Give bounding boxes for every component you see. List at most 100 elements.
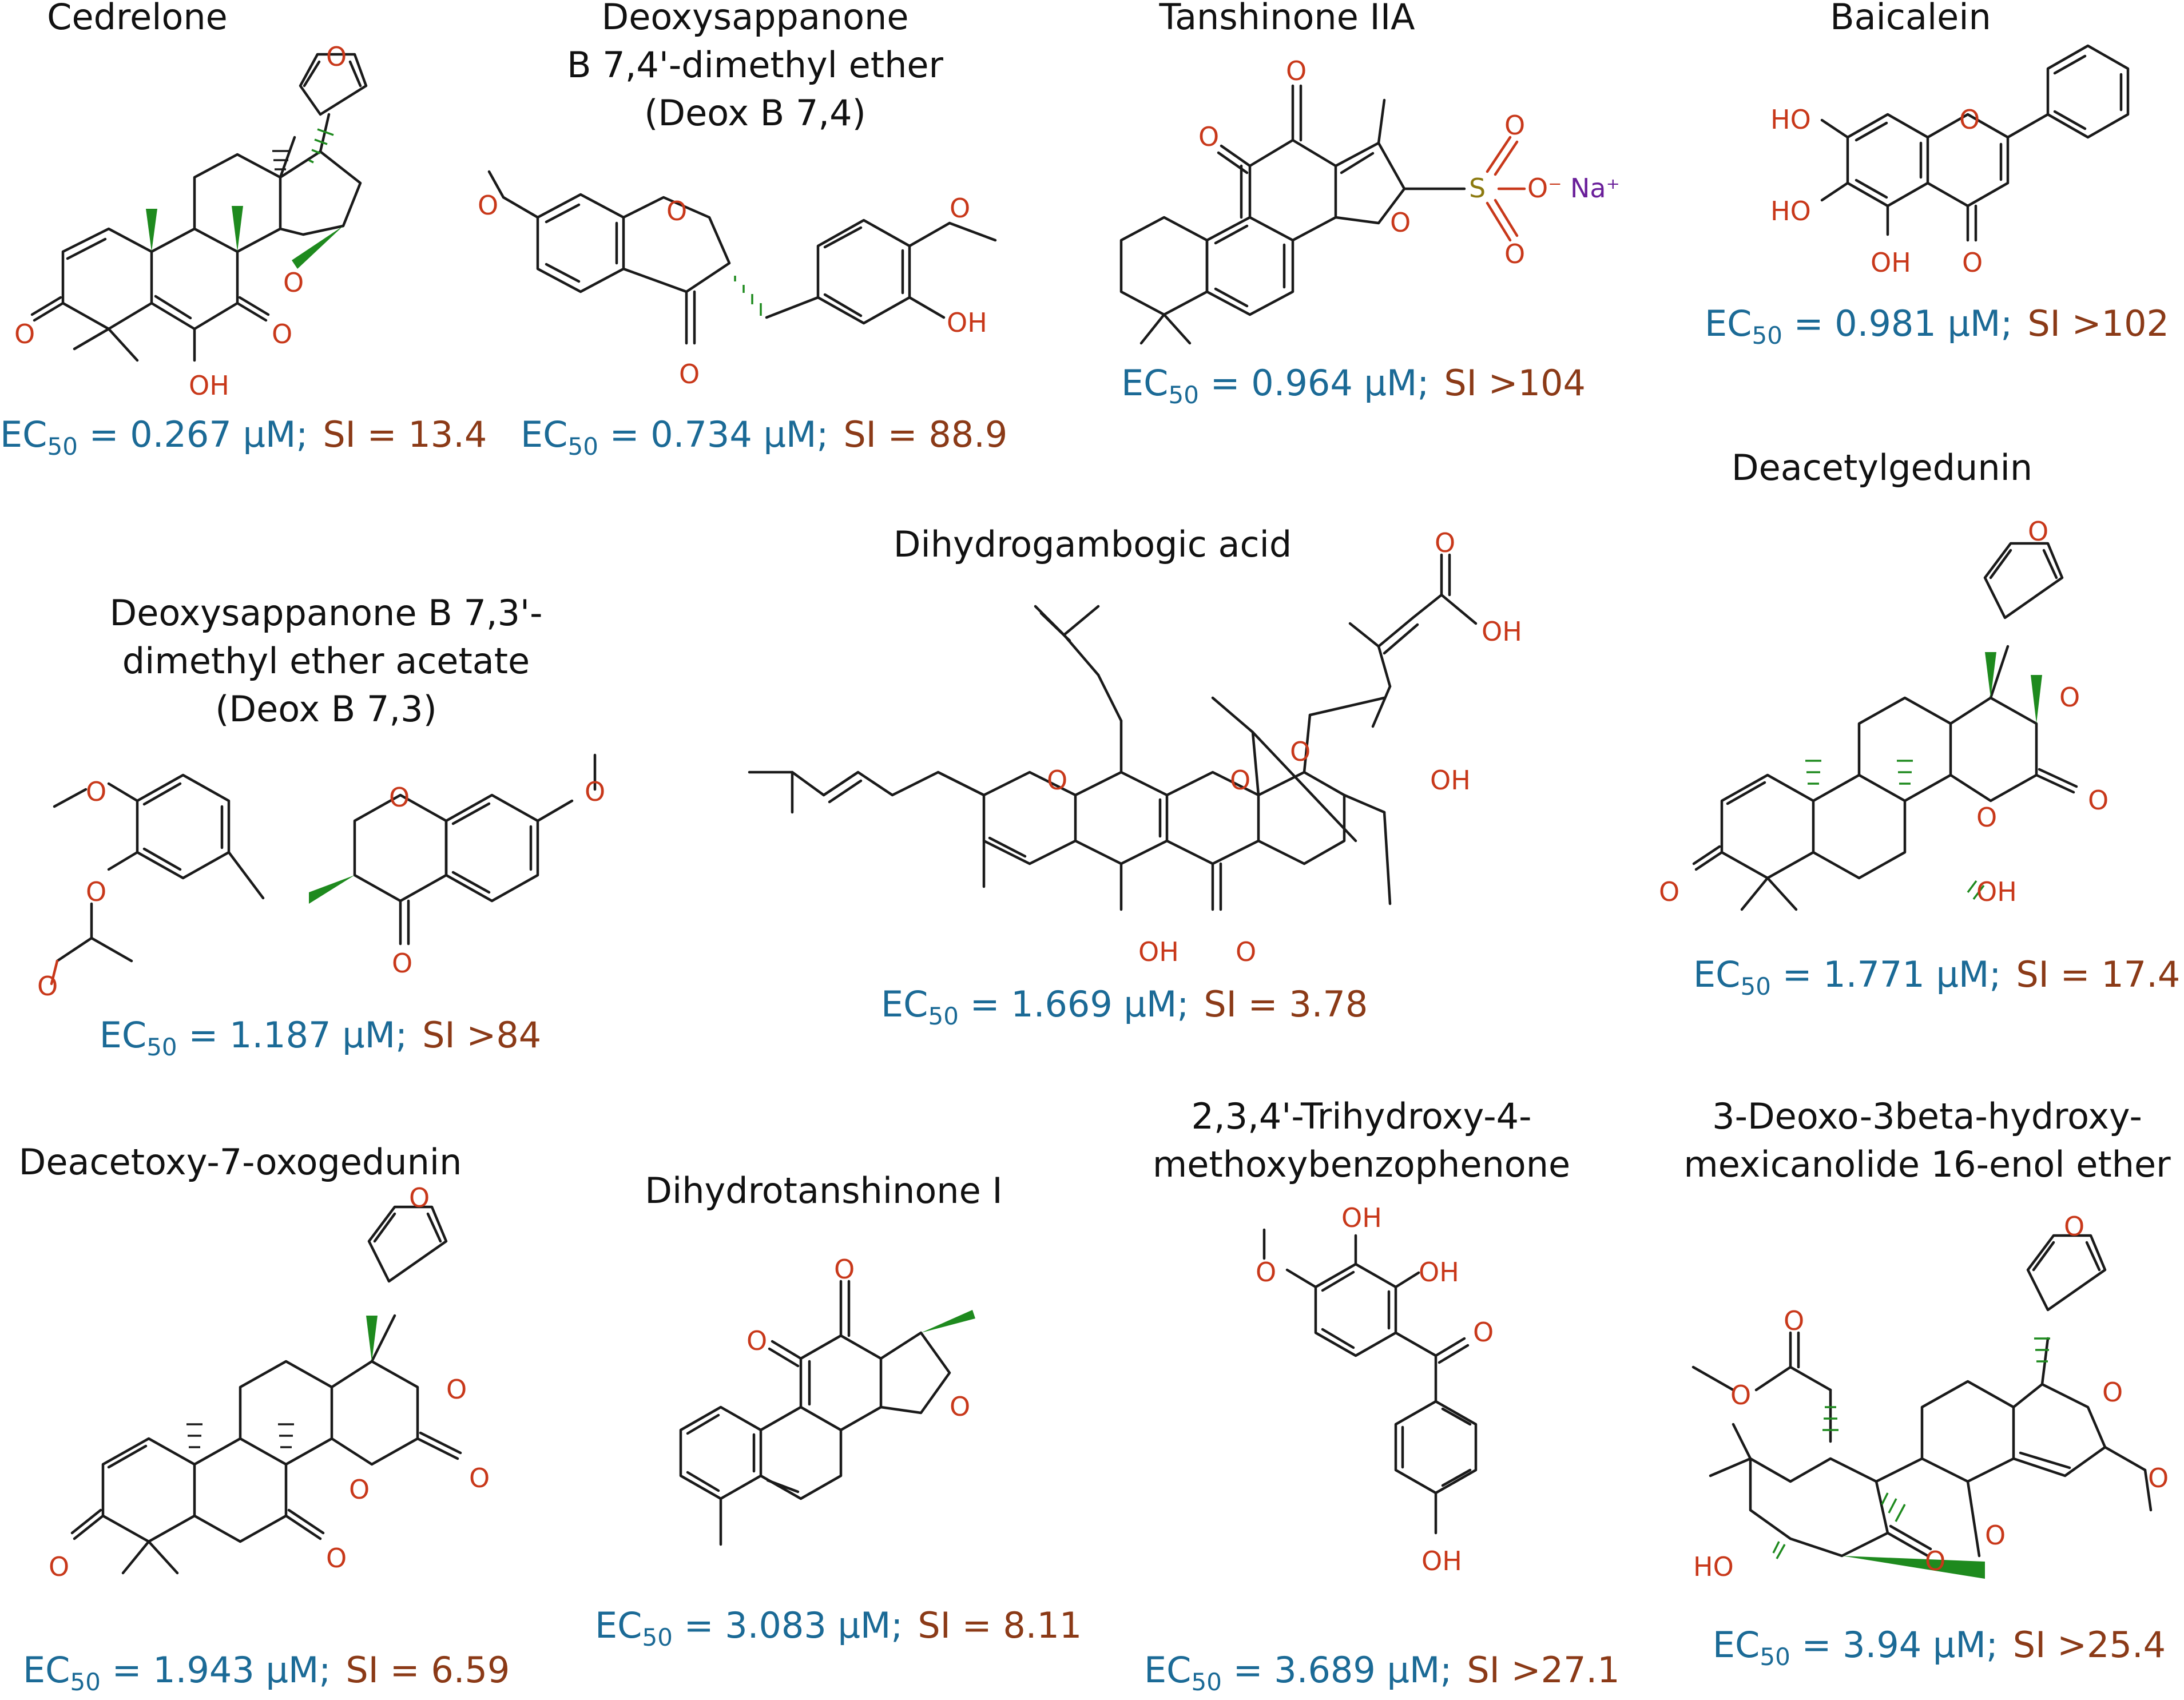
name-line: (Deox B 7,3) bbox=[215, 688, 437, 730]
name-line: Deoxysappanone bbox=[601, 0, 909, 38]
atom-ho: HO bbox=[1693, 1551, 1734, 1582]
atom-o: O bbox=[1504, 239, 1525, 269]
atom-o: O bbox=[585, 776, 605, 807]
atom-o: O bbox=[409, 1182, 430, 1213]
structure-deacetoxy-7-oxogedunin: O O O O O O bbox=[49, 1182, 490, 1582]
si-label: SI = 8.11 bbox=[918, 1604, 1082, 1646]
structure-deox-b-73: O O O O O O bbox=[37, 753, 605, 1002]
ec50-label: EC50 = 0.964 μM; bbox=[1121, 362, 1429, 409]
compound-name-deox-b-73: Deoxysappanone B 7,3'- dimethyl ether ac… bbox=[86, 589, 566, 733]
atom-o: O bbox=[679, 359, 700, 390]
atom-o: O bbox=[469, 1463, 490, 1494]
metric-deacetoxy-7-oxogedunin: EC50 = 1.943 μM; SI = 6.59 bbox=[23, 1647, 510, 1696]
atom-oh: OH bbox=[1419, 1257, 1459, 1288]
atom-o: O bbox=[834, 1254, 855, 1285]
atom-ho: HO bbox=[1770, 104, 1811, 135]
atom-oh: OH bbox=[1341, 1202, 1382, 1233]
atom-o: O bbox=[2059, 682, 2080, 713]
name-line: Tanshinone IIA bbox=[1159, 0, 1415, 38]
ec50-label: EC50 = 0.267 μM; bbox=[0, 414, 308, 460]
atom-o: O bbox=[283, 267, 304, 298]
ec50-label: EC50 = 1.669 μM; bbox=[881, 983, 1189, 1030]
structure-tanshinone-iia: O O O S O O O⁻ Na⁺ bbox=[1119, 55, 1620, 345]
atom-o: O bbox=[389, 782, 410, 813]
structure-dihydrogambogic-acid: O OH O O O OH OH O bbox=[748, 527, 1522, 967]
name-line: Baicalein bbox=[1830, 0, 1991, 38]
atom-o: O bbox=[272, 319, 292, 349]
atom-o-minus: O⁻ bbox=[1527, 173, 1562, 204]
atom-o: O bbox=[37, 971, 58, 1002]
metric-dihydrotanshinone-i: EC50 = 3.083 μM; SI = 8.11 bbox=[595, 1603, 1082, 1651]
ec50-label: EC50 = 3.94 μM; bbox=[1712, 1624, 1998, 1671]
si-label: SI = 6.59 bbox=[346, 1649, 510, 1691]
si-label: SI = 13.4 bbox=[323, 414, 487, 455]
atom-o: O bbox=[1256, 1257, 1276, 1288]
atom-ho: HO bbox=[1770, 196, 1811, 227]
atom-na-plus: Na⁺ bbox=[1570, 173, 1620, 204]
metric-deoxo-hydroxy-mexicanolide: EC50 = 3.94 μM; SI >25.4 bbox=[1710, 1622, 2168, 1671]
atom-o: O bbox=[950, 1391, 970, 1422]
structure-dihydrotanshinone-i: O O O bbox=[679, 1254, 975, 1546]
name-line: B 7,4'-dimethyl ether bbox=[567, 44, 943, 86]
atom-o: O bbox=[86, 876, 106, 907]
structure-deox-b-74: O O O O OH bbox=[478, 170, 997, 390]
compound-name-baicalein: Baicalein bbox=[1808, 0, 2014, 41]
atom-oh: OH bbox=[947, 307, 987, 338]
atom-oh: OH bbox=[1976, 876, 2017, 907]
compound-name-dihydrotanshinone-i: Dihydrotanshinone I bbox=[629, 1167, 1018, 1215]
compound-name-trihydroxy-methoxybenzophenone: 2,3,4'-Trihydroxy-4- methoxybenzophenone bbox=[1121, 1093, 1602, 1189]
atom-o: O bbox=[1504, 110, 1525, 141]
atom-o: O bbox=[1925, 1546, 1945, 1576]
atom-o: O bbox=[349, 1474, 370, 1505]
atom-oh: OH bbox=[1421, 1546, 1462, 1576]
si-label: SI >25.4 bbox=[2012, 1624, 2166, 1666]
metric-deox-b-74: EC50 = 0.734 μM;SI = 88.9 bbox=[521, 412, 1007, 459]
atom-o: O bbox=[392, 948, 412, 979]
structure-deacetylgedunin: O O O O O OH bbox=[1659, 516, 2108, 911]
structure-deoxo-hydroxy-mexicanolide: O O O O O O HO O bbox=[1691, 1211, 2169, 1582]
name-line: (Deox B 7,4) bbox=[644, 92, 866, 134]
si-label: SI = 88.9 bbox=[843, 414, 1008, 455]
si-label: SI >84 bbox=[422, 1014, 542, 1056]
ec50-label: EC50 = 0.981 μM; bbox=[1705, 303, 2013, 349]
atom-o: O bbox=[1659, 876, 1679, 907]
structure-cedrelone: O O O OH O bbox=[14, 41, 368, 401]
ec50-label: EC50 = 3.083 μM; bbox=[595, 1604, 903, 1651]
atom-o: O bbox=[1198, 121, 1219, 152]
metric-cedrelone: EC50 = 0.267 μM; SI = 13.4 bbox=[0, 412, 487, 460]
name-line: Dihydrotanshinone I bbox=[645, 1170, 1003, 1212]
ec50-label: EC50 = 1.771 μM; bbox=[1693, 954, 2002, 1000]
si-label: SI = 17.4 bbox=[2016, 954, 2181, 995]
name-line: Deoxysappanone B 7,3'- bbox=[109, 592, 543, 634]
atom-o: O bbox=[950, 193, 970, 224]
atom-o: O bbox=[1959, 104, 1980, 135]
metric-baicalein: EC50 = 0.981 μM;SI >102 bbox=[1705, 301, 2169, 349]
ec50-label: EC50 = 1.943 μM; bbox=[23, 1649, 331, 1696]
atom-o: O bbox=[86, 776, 106, 807]
atom-o: O bbox=[1390, 207, 1411, 238]
name-line: Deacetylgedunin bbox=[1731, 447, 2033, 488]
name-line: mexicanolide 16-enol ether bbox=[1683, 1143, 2171, 1185]
compound-name-deacetylgedunin: Deacetylgedunin bbox=[1710, 444, 2054, 492]
name-line: Deacetoxy-7-oxogedunin bbox=[18, 1141, 462, 1183]
compound-name-deoxo-hydroxy-mexicanolide: 3-Deoxo-3beta-hydroxy- mexicanolide 16-e… bbox=[1670, 1093, 2184, 1189]
metric-deox-b-73: EC50 = 1.187 μM; SI >84 bbox=[92, 1012, 549, 1061]
compound-name-dihydrogambogic-acid: Dihydrogambogic acid bbox=[869, 521, 1316, 569]
compound-name-deacetoxy-7-oxogedunin: Deacetoxy-7-oxogedunin bbox=[6, 1138, 475, 1186]
atom-o: O bbox=[326, 1543, 347, 1574]
atom-o: O bbox=[1230, 765, 1250, 796]
atom-o: O bbox=[746, 1325, 767, 1356]
atom-o: O bbox=[1047, 765, 1067, 796]
atom-o: O bbox=[666, 196, 687, 227]
atom-o: O bbox=[1976, 802, 1997, 833]
atom-s: S bbox=[1469, 173, 1486, 204]
atom-o: O bbox=[1985, 1520, 2006, 1551]
atom-o: O bbox=[2088, 785, 2108, 816]
atom-o: O bbox=[1784, 1305, 1804, 1336]
atom-o: O bbox=[478, 190, 498, 221]
structure-baicalein: HO HO OH O O bbox=[1770, 44, 2130, 278]
compound-name-cedrelone: Cedrelone bbox=[34, 0, 240, 41]
ec50-label: EC50 = 1.187 μM; bbox=[99, 1014, 408, 1061]
name-line: dimethyl ether acetate bbox=[122, 640, 530, 682]
